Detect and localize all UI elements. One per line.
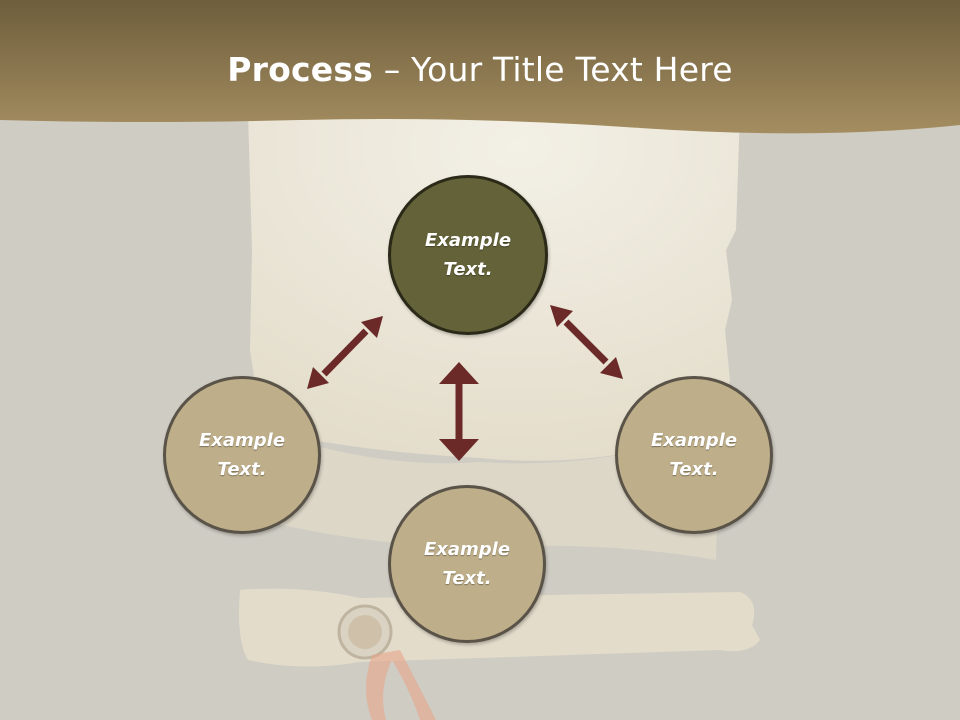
title-rest: – Your Title Text Here [373, 50, 733, 89]
arrow-top-left [307, 316, 383, 389]
arrow-top-right [550, 305, 623, 379]
arrow-vertical [439, 362, 479, 461]
seal-ribbon [366, 650, 436, 720]
title-bold: Process [227, 50, 374, 89]
page-title: Process – Your Title Text Here [0, 50, 960, 89]
header-band [0, 0, 960, 134]
